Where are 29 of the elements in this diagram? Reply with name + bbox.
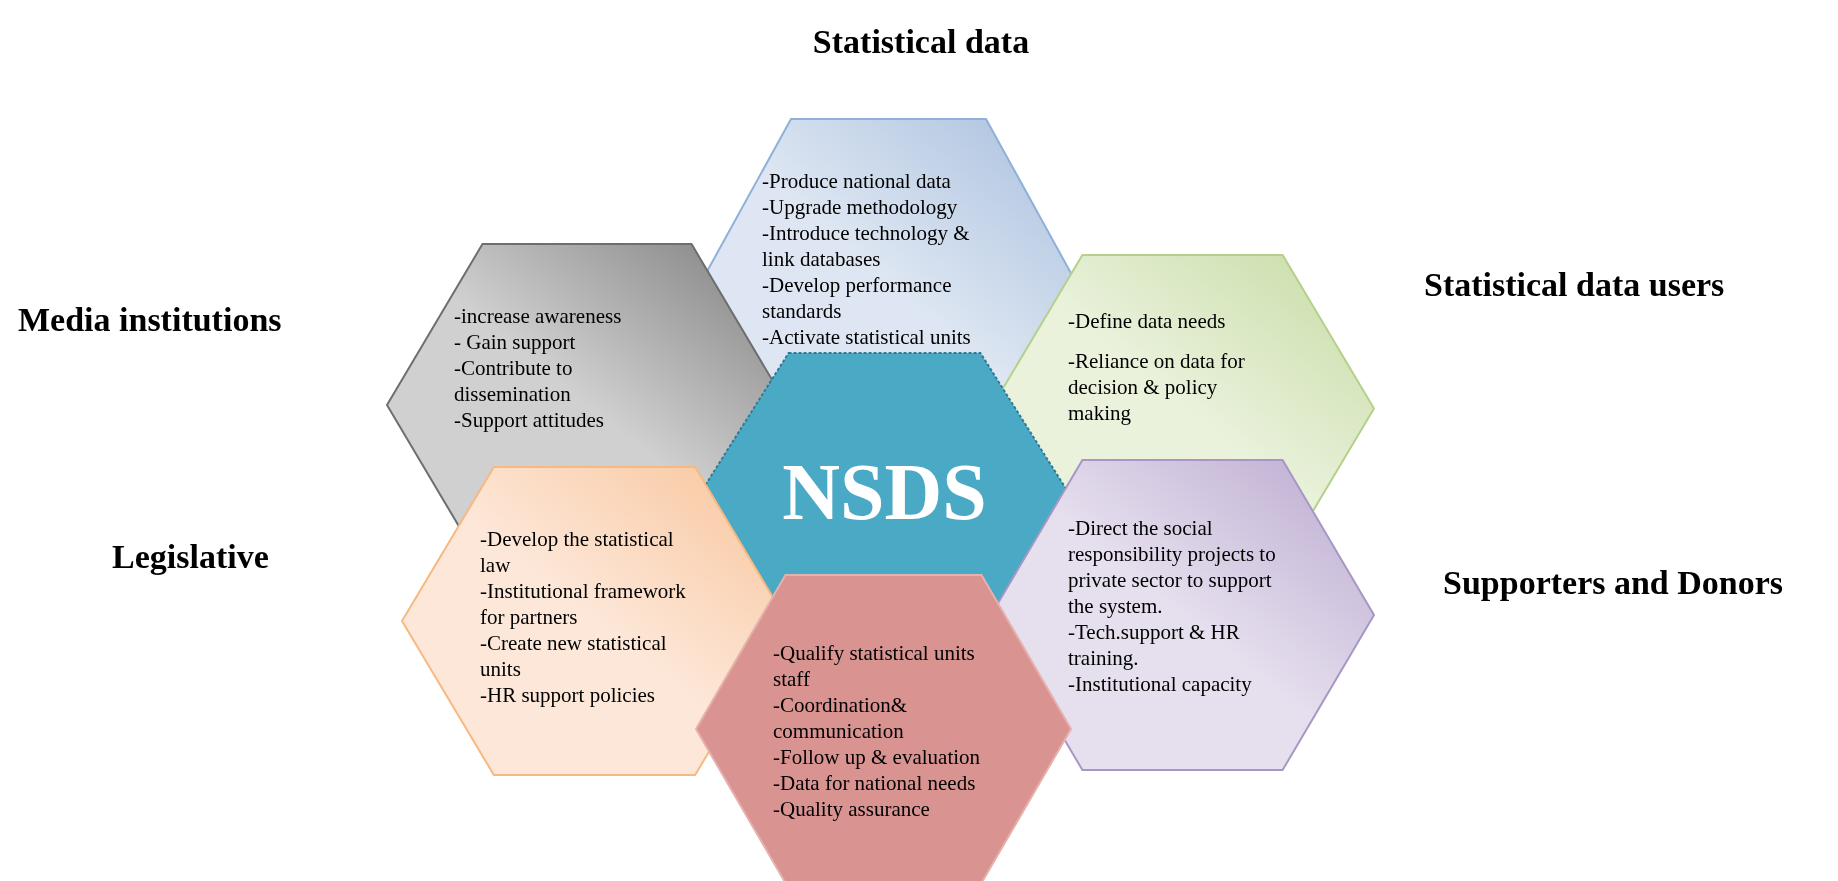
- bullet-text: -Produce national data: [762, 168, 952, 194]
- bullet-text: -Activate statistical units: [762, 324, 972, 350]
- bullet-text: -Create new statistical units: [480, 630, 668, 682]
- hexagon-heading: Legislative: [112, 540, 269, 574]
- hexagon-heading: Statistical data users: [1424, 268, 1725, 302]
- bullet-text: -Contribute to dissemination: [454, 355, 574, 407]
- bullet-text: -Introduce technology & link databases: [762, 220, 971, 272]
- bullet-text: -Institutional capacity: [1068, 671, 1253, 697]
- bullet-text: -Direct the social responsibility projects to private sector to support the system.: [1068, 515, 1276, 619]
- center-title: NSDS: [782, 452, 987, 532]
- bullet-text: -Tech.support & HR training.: [1068, 619, 1241, 671]
- hexagon-heading: Supporters and Donors: [1443, 566, 1784, 600]
- bullet-text: -Data for national needs: [773, 770, 977, 796]
- hexagon-heading: Media institutions: [18, 303, 282, 337]
- bullet-text: -Institutional framework for partners: [480, 578, 687, 630]
- bullet-text: -Develop performance standards: [762, 272, 953, 324]
- bullet-text: -Reliance on data for decision & policy making: [1068, 348, 1246, 426]
- bullet-text: -Qualify statistical units staff: [773, 640, 976, 692]
- bullet-text: -Upgrade methodology: [762, 194, 959, 220]
- bullet-text: -HR support policies: [480, 682, 656, 708]
- bullet-text: -Follow up & evaluation: [773, 744, 982, 770]
- bullet-text: - Gain support: [454, 329, 577, 355]
- bullet-text: -Develop the statistical law: [480, 526, 675, 578]
- bullet-text: -Support attitudes: [454, 407, 605, 433]
- hexagon-heading: Statistical data: [812, 25, 1030, 59]
- bullet-text: -Quality assurance: [773, 796, 931, 822]
- bullet-text: -Define data needs: [1068, 308, 1227, 334]
- bullet-text: -increase awareness: [454, 303, 623, 329]
- bullet-text: -Coordination& communication: [773, 692, 909, 744]
